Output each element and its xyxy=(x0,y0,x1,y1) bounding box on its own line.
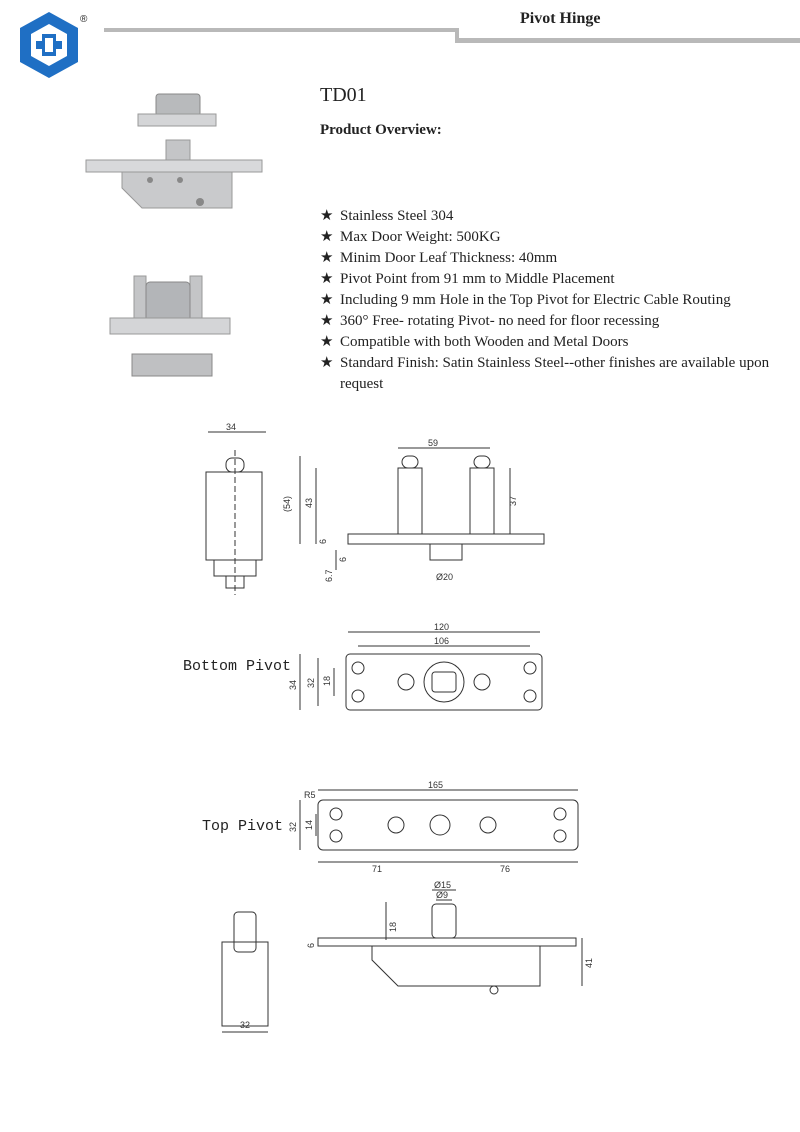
dim-label: R5 xyxy=(304,790,316,800)
top-pivot-label: Top Pivot xyxy=(202,818,284,835)
feature-item: ★360° Free- rotating Pivot- no need for … xyxy=(320,311,800,332)
dim-label: (54) xyxy=(282,496,292,512)
star-icon: ★ xyxy=(320,271,334,287)
dim-label: 59 xyxy=(428,438,438,448)
header-rule-step xyxy=(455,28,459,43)
star-icon: ★ xyxy=(320,292,334,308)
top-pivot-plan-view xyxy=(299,789,579,863)
dim-label: 165 xyxy=(428,780,443,790)
star-icon: ★ xyxy=(320,208,334,224)
bottom-pivot-label: Bottom Pivot xyxy=(183,658,292,675)
dim-label: 6 xyxy=(306,943,316,948)
bottom-pivot-photo xyxy=(109,275,231,377)
star-icon: ★ xyxy=(320,334,334,350)
feature-item: ★Standard Finish: Satin Stainless Steel-… xyxy=(320,355,770,392)
dim-label: Ø20 xyxy=(436,572,453,582)
top-pivot-photo xyxy=(85,93,263,209)
feature-item: ★Max Door Weight: 500KG xyxy=(320,227,800,248)
bottom-pivot-plan-view xyxy=(299,631,543,711)
top-pivot-front-view xyxy=(317,889,583,995)
dim-label: 6.7 xyxy=(324,569,334,582)
dim-label: Ø9 xyxy=(436,890,448,900)
star-icon: ★ xyxy=(320,229,334,245)
dim-label: 32 xyxy=(306,678,316,688)
feature-item: ★Compatible with both Wooden and Metal D… xyxy=(320,332,800,353)
feature-item: ★Stainless Steel 304 xyxy=(320,206,800,227)
dim-label: 34 xyxy=(226,422,236,432)
feature-item: ★Minim Door Leaf Thickness: 40mm xyxy=(320,248,800,269)
star-icon: ★ xyxy=(320,250,334,266)
star-icon: ★ xyxy=(320,355,334,371)
dim-label: 71 xyxy=(372,864,382,874)
dim-label: 106 xyxy=(434,636,449,646)
dim-label: 32 xyxy=(240,1020,250,1030)
bottom-pivot-side-view xyxy=(205,431,266,595)
dim-label: 76 xyxy=(500,864,510,874)
dim-label: 14 xyxy=(304,820,314,830)
brand-logo-icon xyxy=(20,12,78,78)
dim-label: 6 xyxy=(318,539,328,544)
dim-label: 32 xyxy=(288,822,298,832)
feature-item: ★Including 9 mm Hole in the Top Pivot fo… xyxy=(320,290,800,311)
bottom-pivot-front-view xyxy=(299,447,545,570)
dim-label: 6 xyxy=(338,557,348,562)
top-pivot-side-view xyxy=(221,911,269,1033)
technical-drawing: 34 59 (54) 43 37 6 6 6.7 Ø20 120 106 34 … xyxy=(205,422,594,1033)
dim-label: 18 xyxy=(322,676,332,686)
feature-item: ★Pivot Point from 91 mm to Middle Placem… xyxy=(320,269,800,290)
dim-label: 18 xyxy=(388,922,398,932)
dim-label: 37 xyxy=(508,496,518,506)
dim-label: 34 xyxy=(288,680,298,690)
overview-heading: Product Overview: xyxy=(320,122,442,138)
star-icon: ★ xyxy=(320,313,334,329)
page-title: Pivot Hinge xyxy=(520,10,601,27)
dim-label: Ø15 xyxy=(434,880,451,890)
header-rule xyxy=(104,28,456,32)
feature-list: ★Stainless Steel 304 ★Max Door Weight: 5… xyxy=(320,206,800,395)
dim-label: 41 xyxy=(584,958,594,968)
dim-label: 120 xyxy=(434,622,449,632)
model-number: TD01 xyxy=(320,84,367,106)
registered-mark: ® xyxy=(80,14,88,25)
dim-label: 43 xyxy=(304,498,314,508)
header-rule-right xyxy=(456,38,800,43)
